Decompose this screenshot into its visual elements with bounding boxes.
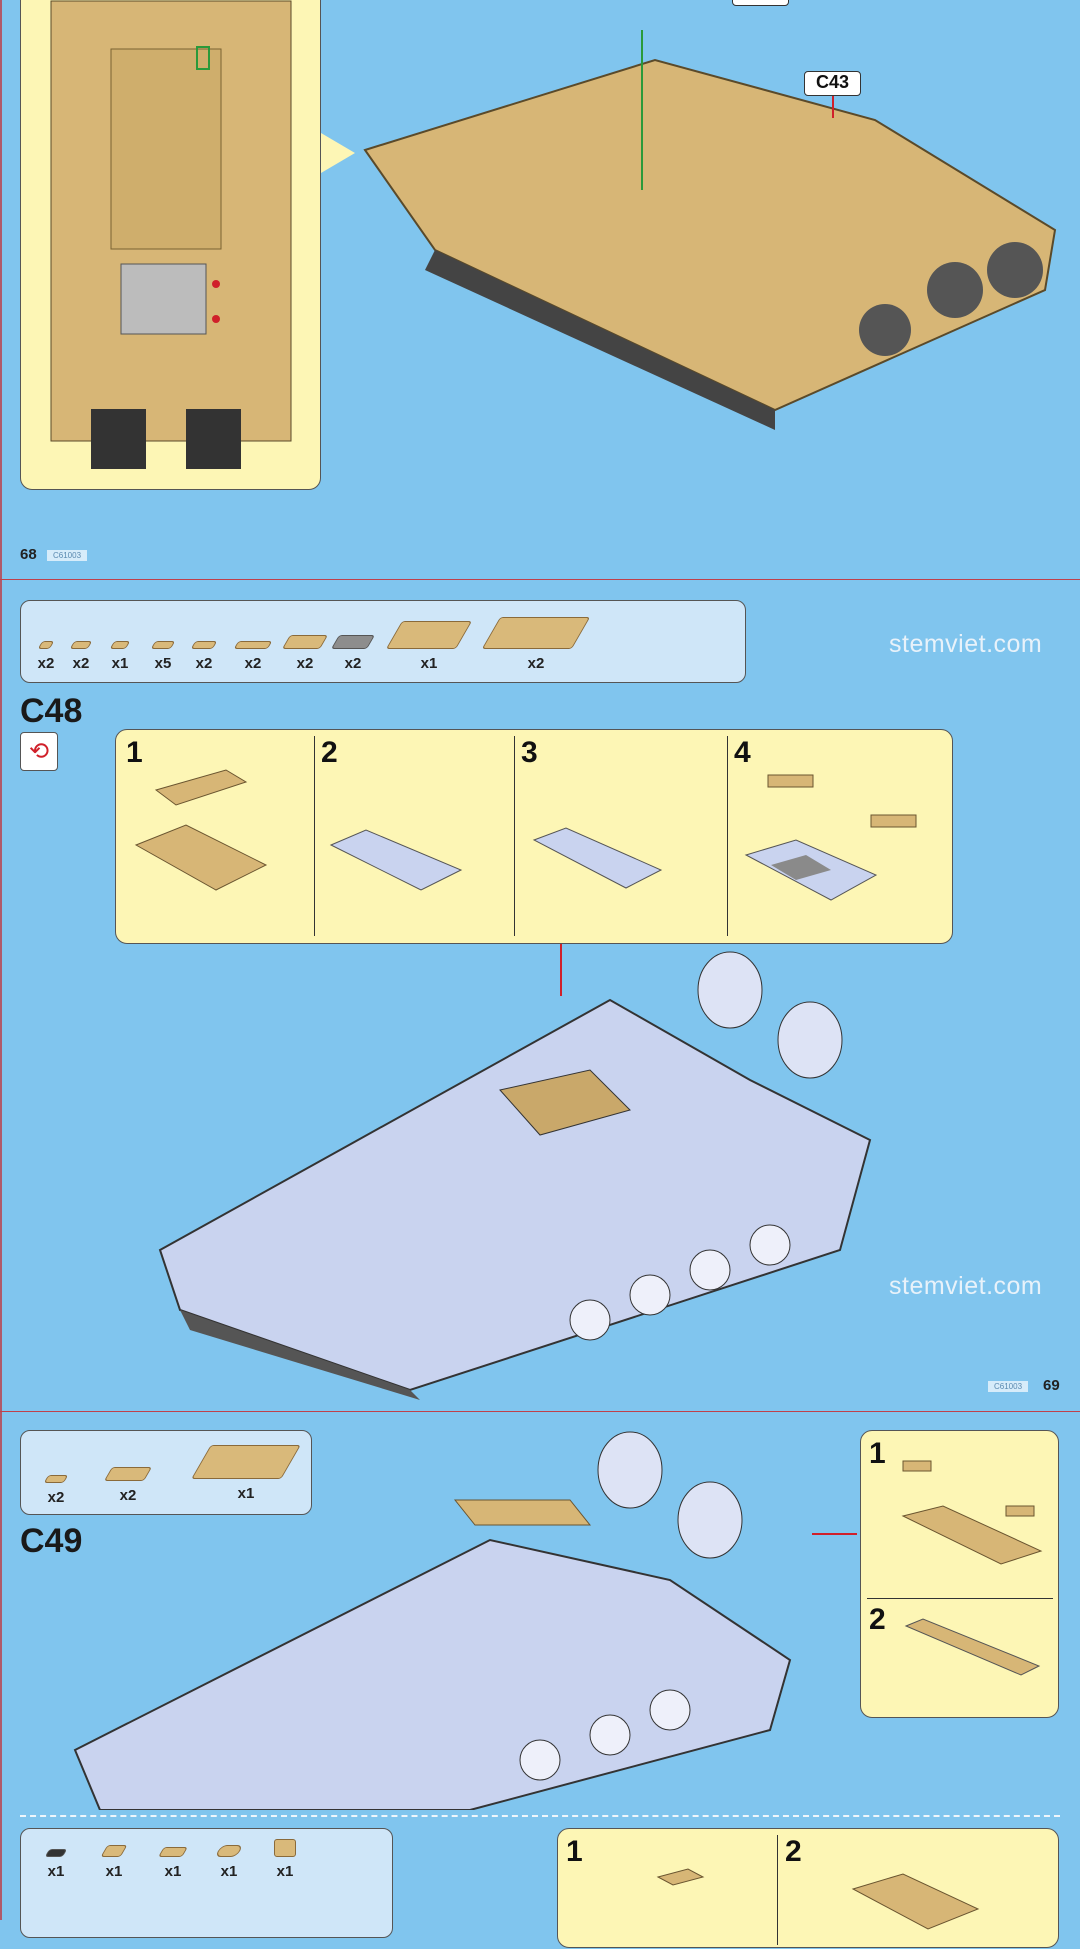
page-number: 69 (1043, 1377, 1060, 1394)
callout-label-top (732, 0, 789, 6)
part-qty: x2 (47, 1489, 65, 1506)
substep-number: 1 (869, 1437, 886, 1470)
watermark: stemviet.com (889, 1272, 1043, 1300)
step-id-c48: C48 (20, 692, 83, 730)
part-qty: x1 (47, 1863, 65, 1880)
part-qty: x2 (72, 655, 90, 672)
step-id-c49: C49 (20, 1522, 83, 1560)
substep-number: 3 (521, 736, 538, 769)
subassembly-panel-top (20, 0, 321, 490)
panel-pointer (321, 133, 355, 173)
tank-hull-gray-drawing-c49 (73, 1431, 792, 1810)
substep-number: 1 (566, 1835, 583, 1868)
parts-list-c48: x2 x2 x1 x5 x2 x2 x2 x2 x1 x2 (20, 600, 746, 683)
watermark: stemviet.com (889, 630, 1043, 658)
part-qty: x1 (164, 1863, 182, 1880)
substeps-panel-c49: 1 2 (860, 1430, 1059, 1718)
part-qty: x5 (154, 655, 172, 672)
page-divider (0, 1411, 1080, 1412)
set-code: C61003 (47, 550, 88, 561)
parts-list-c49: x2 x2 x1 (20, 1430, 312, 1515)
assembly-arrow (560, 944, 562, 996)
substep-drawings (901, 1460, 1043, 1676)
tank-hull-tan-drawing (363, 30, 1057, 430)
callout-label-c43: C43 (804, 71, 861, 96)
part-qty: x1 (105, 1863, 123, 1880)
substep-number: 2 (785, 1835, 802, 1868)
rotate-model-icon: ⟲ (20, 732, 58, 771)
part-qty: x2 (244, 655, 262, 672)
tank-hull-gray-drawing-c48 (158, 951, 872, 1400)
substep-number: 1 (126, 736, 143, 769)
part-qty: x2 (195, 655, 213, 672)
part-qty: x2 (37, 655, 55, 672)
part-qty: x1 (237, 1485, 255, 1502)
part-qty: x2 (344, 655, 362, 672)
set-code: C61003 (988, 1381, 1029, 1392)
page-edge (0, 0, 2, 1920)
substep-drawings (134, 769, 917, 901)
page-number: 68 (20, 546, 37, 563)
part-qty: x2 (527, 655, 545, 672)
part-qty: x2 (296, 655, 314, 672)
parts-list-next: x1 x1 x1 x1 x1 (20, 1828, 393, 1938)
part-qty: x2 (119, 1487, 137, 1504)
part-qty: x1 (420, 655, 438, 672)
part-qty: x1 (276, 1863, 294, 1880)
part-qty: x1 (111, 655, 129, 672)
callout-arrow (832, 96, 834, 118)
substep-number: 2 (321, 736, 338, 769)
substeps-panel-c48: 1 2 3 4 (115, 729, 953, 944)
tank-hull-underside-drawing (50, 0, 292, 469)
page-divider (0, 579, 1080, 580)
section-divider (20, 1815, 1060, 1817)
substeps-panel-next: 1 2 (557, 1828, 1059, 1948)
callout-arrow-left (812, 1533, 857, 1535)
part-qty: x1 (220, 1863, 238, 1880)
substep-drawings (656, 1868, 980, 1930)
substep-number: 2 (869, 1603, 886, 1636)
substep-number: 4 (734, 736, 751, 769)
